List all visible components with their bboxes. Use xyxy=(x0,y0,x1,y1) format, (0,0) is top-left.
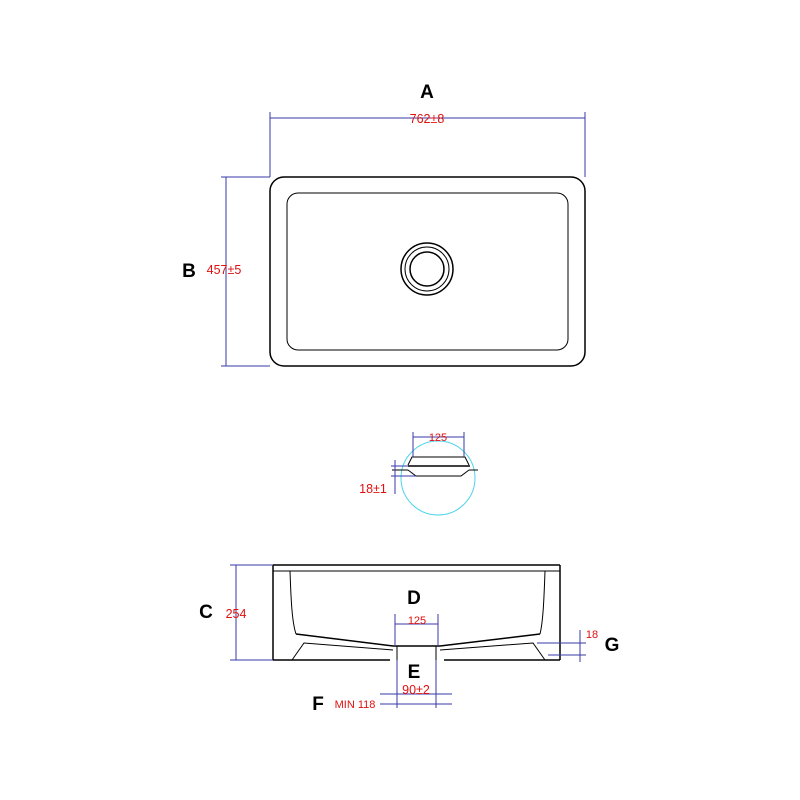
drain-detail: 125 18±1 xyxy=(359,432,478,516)
detail-circle xyxy=(400,440,476,516)
label-a: A xyxy=(420,82,434,103)
label-b: B xyxy=(182,261,196,282)
label-e: E xyxy=(408,662,421,683)
dimension-side-offset: 18 xyxy=(586,629,598,641)
drain-outlet-dim xyxy=(380,660,452,708)
dimension-height: 254 xyxy=(226,607,247,621)
drain-detail-height-dim xyxy=(391,460,416,494)
section-view: C 254 D 125 E 90±2 F MIN 118 18 G xyxy=(199,564,620,715)
sink-section-outline xyxy=(272,564,561,661)
height-dimension xyxy=(230,564,273,661)
side-offset-dim xyxy=(537,630,586,662)
dimension-min-clearance: MIN 118 xyxy=(335,699,376,711)
width-dimension xyxy=(269,112,586,177)
drain-flange-profile xyxy=(392,456,478,477)
label-d: D xyxy=(407,588,421,609)
top-view: A 762±8 B 457±5 xyxy=(182,82,586,367)
dimension-drain-detail-width: 125 xyxy=(429,432,447,444)
depth-dimension xyxy=(221,176,270,367)
drain-detail-width-dim xyxy=(412,432,465,457)
dimension-width: 762±8 xyxy=(410,112,445,126)
drain-width-dim xyxy=(394,614,439,646)
drain-icon xyxy=(400,242,454,296)
sink-basin-inner xyxy=(286,192,569,351)
label-f: F xyxy=(312,694,324,715)
label-g: G xyxy=(605,635,620,656)
dimension-drain-outlet: 90±2 xyxy=(402,683,430,697)
sink-outer-rim xyxy=(269,176,586,367)
dimension-depth: 457±5 xyxy=(207,263,242,277)
dimension-drain-width: 125 xyxy=(408,615,426,627)
label-c: C xyxy=(199,602,213,623)
dimension-drain-detail-height: 18±1 xyxy=(359,482,387,496)
